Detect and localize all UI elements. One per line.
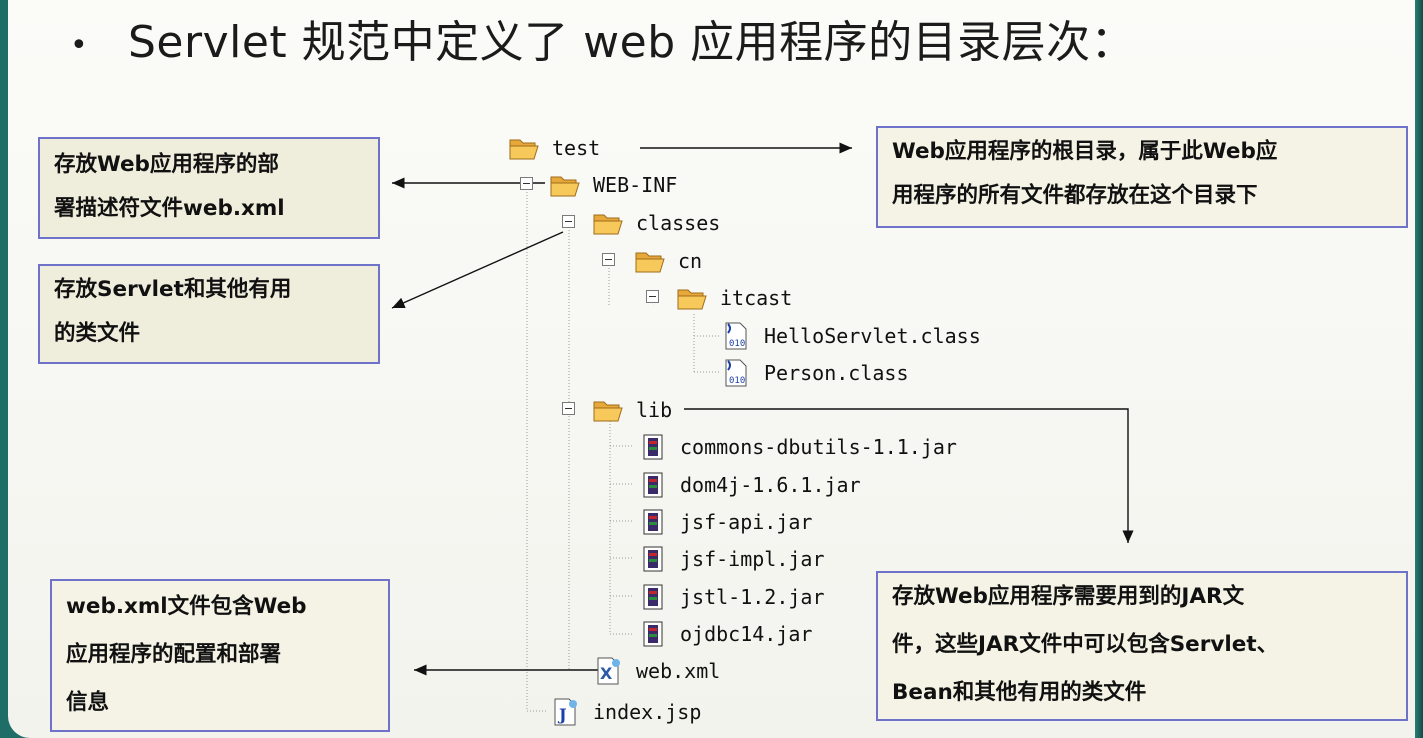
- tree-label: jsf-impl.jar: [680, 547, 825, 571]
- tree-node-itcast[interactable]: itcast: [676, 282, 792, 314]
- svg-text:J: J: [557, 705, 567, 724]
- annotation-classes: 存放Servlet和其他有用 的类文件: [38, 264, 380, 364]
- class-file-icon: 010: [720, 359, 754, 387]
- collapse-toggle-cn[interactable]: [602, 253, 615, 266]
- jar-file-icon: [636, 545, 670, 573]
- tree-label: web.xml: [636, 659, 721, 683]
- annotation-root: Web应用程序的根目录，属于此Web应 用程序的所有文件都存放在这个目录下: [876, 126, 1408, 228]
- annotation-line: 存放Web应用程序的部: [54, 152, 279, 177]
- tree-node-web-inf[interactable]: WEB-INF: [549, 169, 677, 201]
- jar-file-icon: [636, 433, 670, 461]
- collapse-toggle-lib[interactable]: [562, 402, 575, 415]
- tree-label: dom4j-1.6.1.jar: [680, 473, 861, 497]
- folder-open-icon: [634, 247, 668, 275]
- annotation-line: 信息: [66, 690, 110, 715]
- annotation-line: 件，这些JAR文件中可以包含Servlet、: [892, 632, 1279, 657]
- arrow-classes: [391, 231, 564, 309]
- annotation-line: 应用程序的配置和部署: [66, 642, 282, 667]
- tree-node-test[interactable]: test: [508, 132, 600, 164]
- jar-file-icon: [636, 583, 670, 611]
- tree-node-lib[interactable]: lib: [592, 394, 672, 426]
- tree-label: itcast: [720, 286, 793, 310]
- tree-node-jar[interactable]: jsf-api.jar: [636, 506, 812, 538]
- tree-node-cn[interactable]: cn: [634, 245, 702, 277]
- tree-node-jar[interactable]: commons-dbutils-1.1.jar: [636, 431, 957, 463]
- tree-label: cn: [678, 249, 703, 273]
- tree-node-web-xml[interactable]: X web.xml: [592, 655, 720, 687]
- annotation-line: web.xml文件包含Web: [66, 594, 307, 619]
- tree-node-helloservlet-class[interactable]: 010 HelloServlet.class: [720, 320, 981, 352]
- connector-lines: [391, 142, 1134, 712]
- annotation-line: 用程序的所有文件都存放在这个目录下: [892, 183, 1258, 208]
- tree-label: jstl-1.2.jar: [680, 585, 825, 609]
- class-file-icon: 010: [720, 322, 754, 350]
- tree-label: index.jsp: [593, 700, 702, 724]
- arrow-lib: [684, 408, 1134, 543]
- title-text: Servlet 规范中定义了 web 应用程序的目录层次：: [128, 17, 1136, 68]
- annotation-line: 的类文件: [54, 321, 141, 346]
- bullet: •: [70, 27, 89, 63]
- jar-file-icon: [636, 620, 670, 648]
- tree-label: commons-dbutils-1.1.jar: [680, 435, 957, 459]
- tree-label: WEB-INF: [593, 173, 678, 197]
- slide-edge: [1415, 0, 1423, 738]
- jar-file-icon: [636, 471, 670, 499]
- tree-label: Person.class: [764, 361, 909, 385]
- svg-text:010: 010: [729, 376, 745, 386]
- folder-open-icon: [508, 134, 542, 162]
- tree-label: jsf-api.jar: [680, 510, 813, 534]
- collapse-toggle-itcast[interactable]: [646, 290, 659, 303]
- jsp-file-icon: J: [549, 698, 583, 726]
- annotation-webinf: 存放Web应用程序的部 署描述符文件web.xml: [38, 137, 380, 239]
- collapse-toggle-classes[interactable]: [562, 215, 575, 228]
- folder-open-icon: [676, 284, 710, 312]
- xml-file-icon: X: [592, 657, 626, 685]
- folder-open-icon: [592, 396, 626, 424]
- tree-node-jar[interactable]: ojdbc14.jar: [636, 618, 812, 650]
- tree-label: classes: [636, 211, 721, 235]
- annotation-line: 存放Web应用程序需要用到的JAR文: [892, 584, 1245, 609]
- tree-node-index-jsp[interactable]: J index.jsp: [549, 696, 701, 728]
- tree-label: ojdbc14.jar: [680, 622, 813, 646]
- tree-label: HelloServlet.class: [764, 324, 981, 348]
- annotation-line: 署描述符文件web.xml: [54, 196, 285, 221]
- collapse-toggle-webinf[interactable]: [520, 177, 533, 190]
- tree-node-person-class[interactable]: 010 Person.class: [720, 357, 909, 389]
- tree-node-jar[interactable]: dom4j-1.6.1.jar: [636, 469, 861, 501]
- tree-node-classes[interactable]: classes: [592, 207, 720, 239]
- tree-node-jar[interactable]: jstl-1.2.jar: [636, 581, 825, 613]
- annotation-webxml: web.xml文件包含Web 应用程序的配置和部署 信息: [50, 579, 390, 732]
- tree-label: test: [552, 136, 601, 160]
- annotation-line: 存放Servlet和其他有用: [54, 277, 292, 302]
- jar-file-icon: [636, 508, 670, 536]
- tree-node-jar[interactable]: jsf-impl.jar: [636, 543, 825, 575]
- svg-text:X: X: [600, 664, 613, 683]
- folder-open-icon: [592, 209, 626, 237]
- svg-text:010: 010: [729, 339, 745, 349]
- slide-title: • Servlet 规范中定义了 web 应用程序的目录层次：: [70, 6, 1135, 70]
- annotation-line: Bean和其他有用的类文件: [892, 680, 1147, 705]
- folder-open-icon: [549, 171, 583, 199]
- annotation-line: Web应用程序的根目录，属于此Web应: [892, 139, 1278, 164]
- slide: • Servlet 规范中定义了 web 应用程序的目录层次：: [8, 0, 1415, 738]
- annotation-lib: 存放Web应用程序需要用到的JAR文 件，这些JAR文件中可以包含Servlet…: [876, 571, 1408, 721]
- tree-label: lib: [636, 398, 673, 422]
